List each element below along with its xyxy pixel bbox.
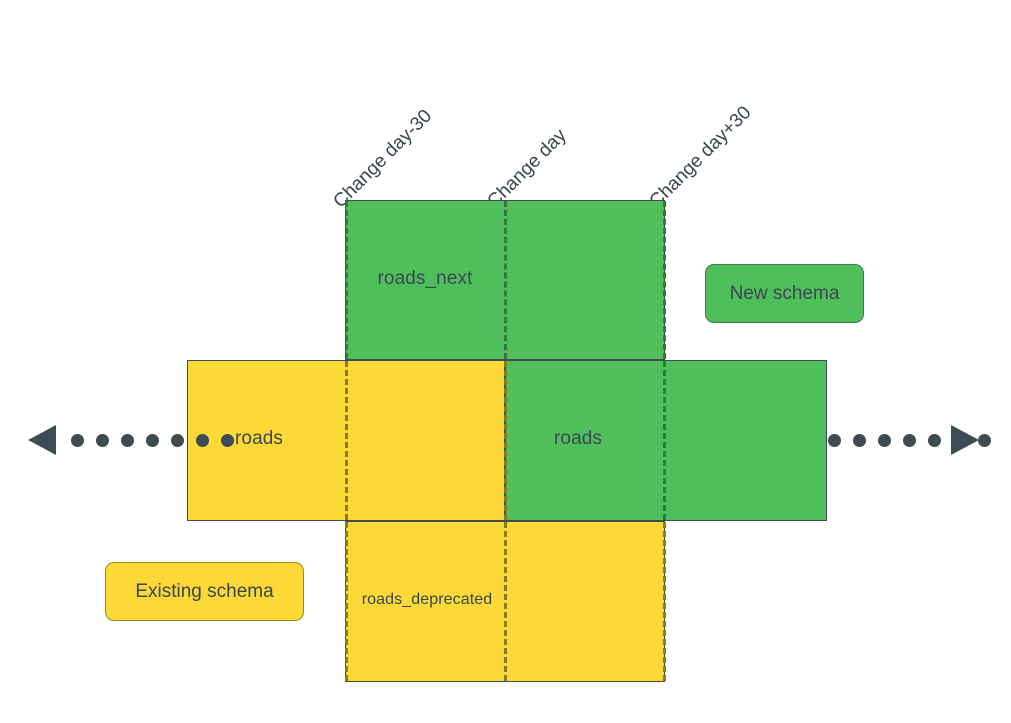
legend-existing-schema[interactable]: Existing schema	[105, 562, 304, 621]
legend-new-schema-label: New schema	[729, 282, 840, 304]
schema-box-label-roads-existing: roads	[234, 428, 284, 449]
change-day-line-upper	[504, 201, 507, 359]
timeline-label-change-day-plus-30: Change day+30	[645, 102, 756, 213]
axis-dot	[928, 433, 941, 447]
axis-dot	[828, 433, 841, 447]
change-day-minus-30-line-middle	[345, 361, 348, 520]
axis-dot	[878, 433, 891, 447]
axis-dot	[221, 433, 234, 447]
legend-new-schema[interactable]: New schema	[705, 264, 864, 323]
timeline-label-change-day-minus-30: Change day-30	[329, 105, 437, 213]
axis-dot	[121, 433, 134, 447]
change-day-plus-30-line-upper	[663, 201, 666, 359]
change-day-plus-30-line-lower	[663, 522, 666, 681]
change-day-minus-30-line-lower	[345, 522, 348, 681]
time-axis-left-arrowhead	[28, 425, 56, 455]
schema-box-label-roads-new: roads	[553, 428, 603, 449]
axis-dot	[171, 433, 184, 447]
axis-dot	[903, 433, 916, 447]
axis-dot	[978, 433, 991, 447]
change-day-line-lower	[504, 522, 507, 681]
axis-dot	[853, 433, 866, 447]
legend-existing-schema-label: Existing schema	[135, 580, 274, 602]
axis-dot	[96, 433, 109, 447]
change-day-minus-30-line-upper	[345, 201, 348, 359]
time-axis-left-dots	[71, 433, 234, 447]
axis-dot	[196, 433, 209, 447]
time-axis-right-arrowhead	[951, 425, 979, 455]
change-day-plus-30-line-middle	[663, 361, 666, 520]
axis-dot	[146, 433, 159, 447]
change-day-line-middle	[504, 361, 507, 520]
axis-dot	[71, 433, 84, 447]
schema-box-label-roads-next: roads_next	[377, 268, 473, 289]
schema-box-roads-new[interactable]	[505, 360, 827, 521]
schema-box-label-roads-deprecated: roads_deprecated	[361, 591, 493, 608]
